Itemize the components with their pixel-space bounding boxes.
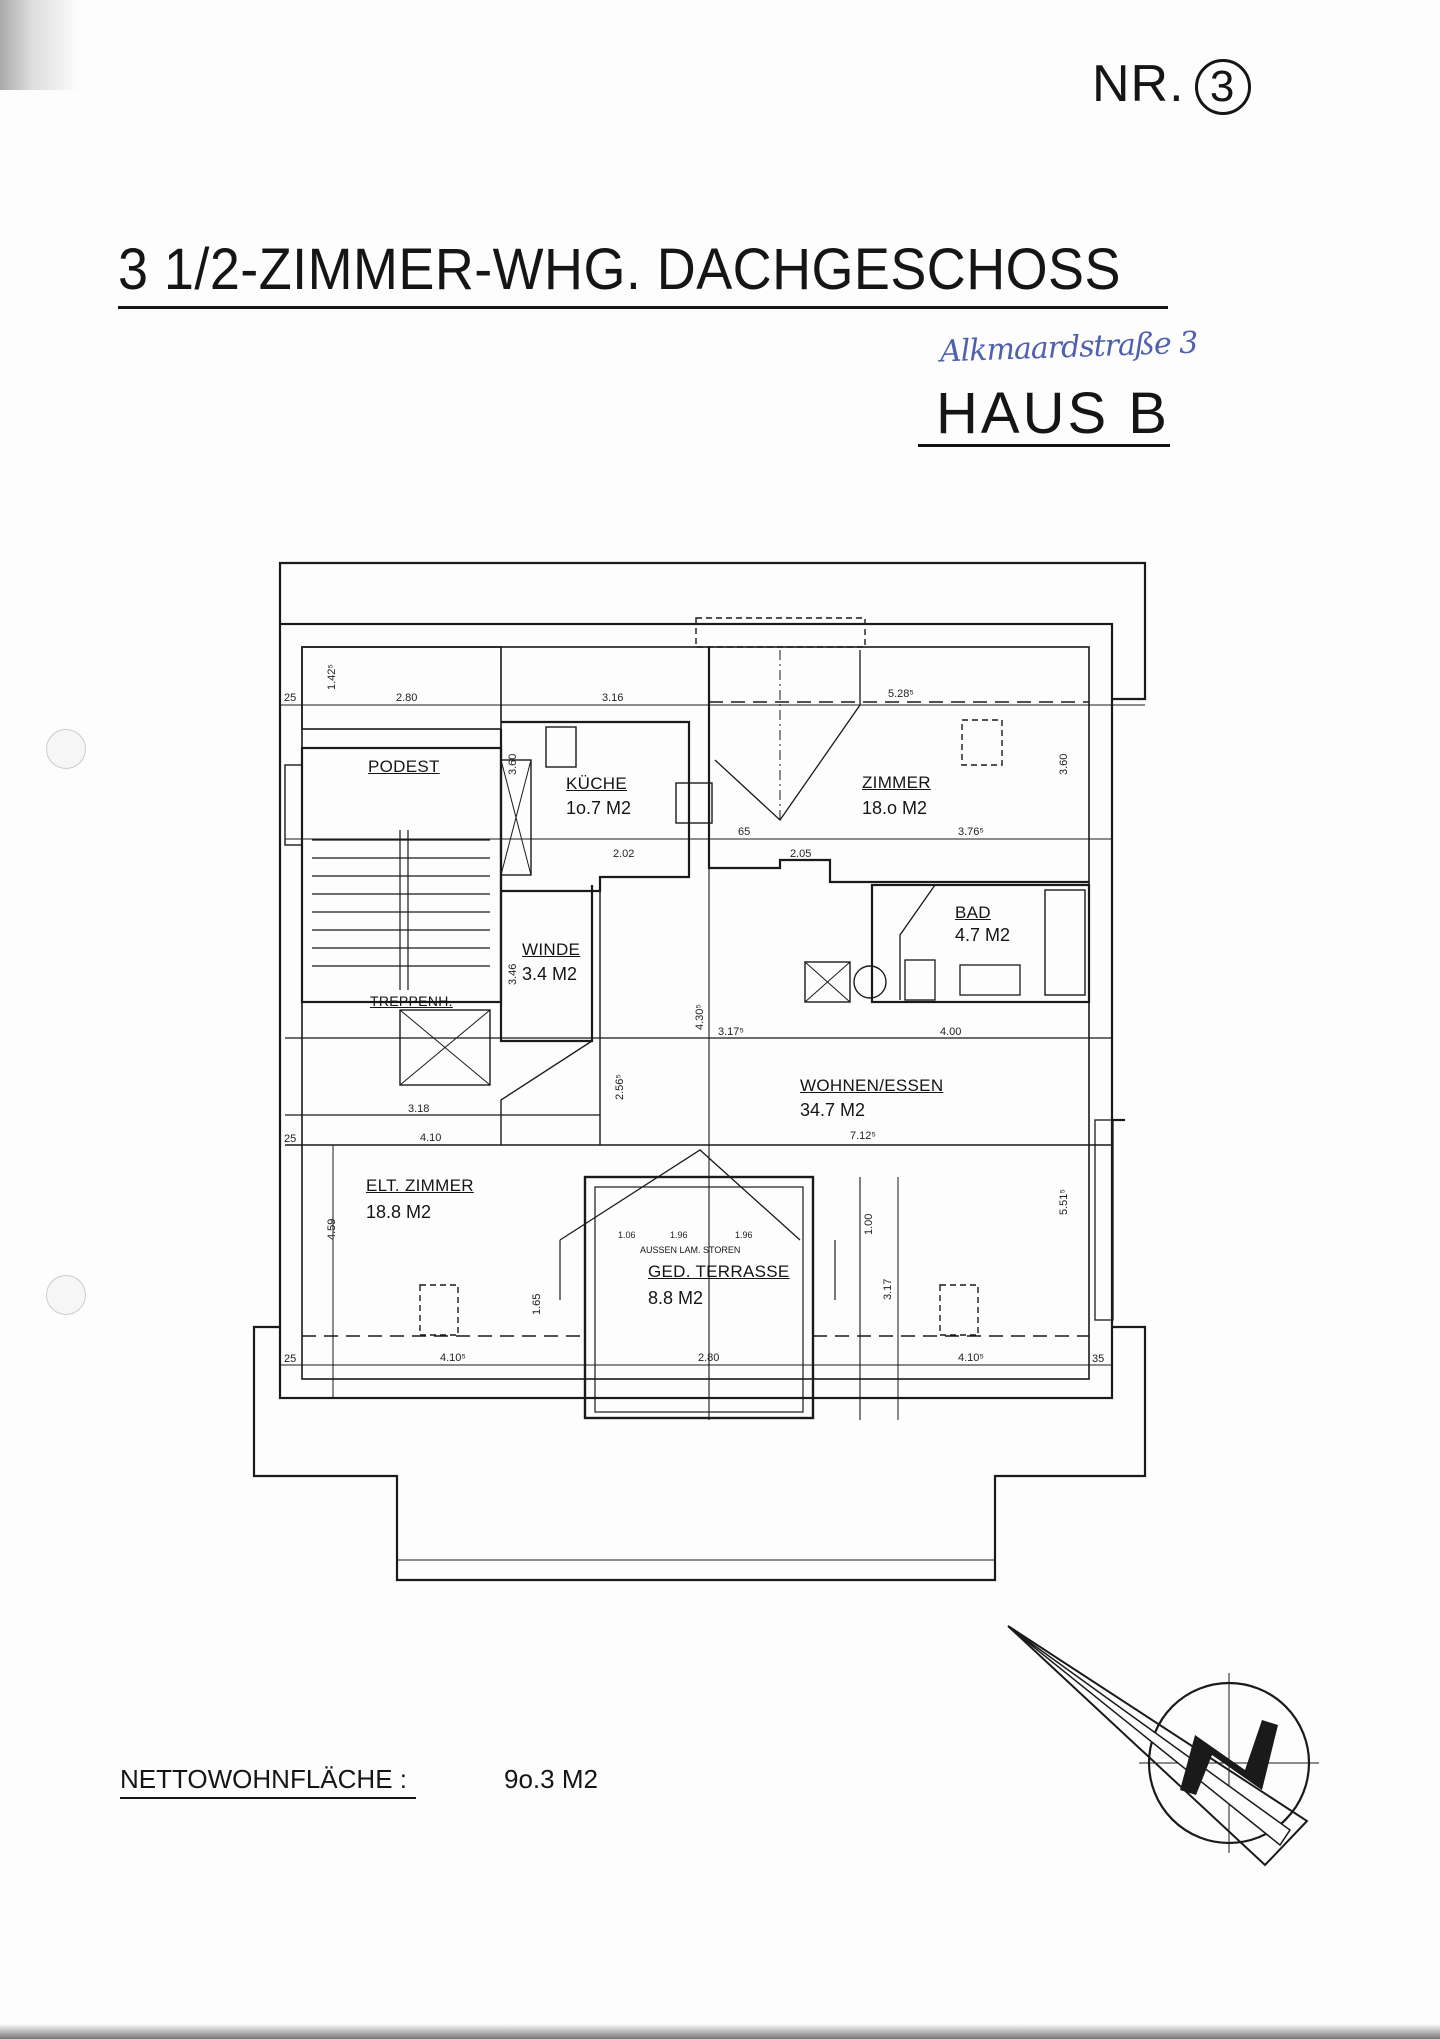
- sheet-number: NR.3: [1092, 54, 1251, 116]
- compass-north-arrow: [1007, 1625, 1319, 1867]
- staircase: [300, 746, 503, 1004]
- room-label-treppenhaus: TREPPENH.: [370, 993, 453, 1009]
- dimension-label: 2.02: [613, 848, 635, 860]
- title-underline: [118, 306, 1168, 309]
- dimension-label: 4.00: [940, 1026, 962, 1038]
- dimension-label: 3.60: [1058, 753, 1070, 775]
- house-underline: [918, 444, 1170, 447]
- dimension-label: 1.96: [735, 1230, 753, 1240]
- skylight: [961, 719, 1003, 766]
- dimension-label: 3.60: [507, 753, 519, 775]
- roof-outline: [278, 561, 1147, 701]
- dimension-label: 2.05: [790, 848, 812, 860]
- bath-walls: [870, 883, 1091, 1004]
- room-area-bad: 4.7 M2: [955, 925, 1011, 945]
- net-living-area-label: NETTOWOHNFLÄCHE :: [120, 1764, 407, 1794]
- punch-hole: [46, 729, 86, 769]
- room-label-zimmer: ZIMMER: [862, 773, 931, 792]
- dimension-label: 4.10⁵: [440, 1352, 466, 1364]
- dimension-label: 3.76⁵: [958, 826, 984, 838]
- dimension-label: 1.42⁵: [326, 664, 338, 690]
- room-area-elt-zimmer: 18.8 M2: [366, 1202, 432, 1222]
- room-label-terrasse: GED. TERRASSE: [648, 1262, 790, 1281]
- dimension-label: 3.46: [507, 963, 519, 985]
- compass-needle: [1007, 1625, 1309, 1867]
- dimension-label: 3.16: [602, 692, 624, 704]
- net-living-area-value: 9o.3 M2: [504, 1764, 598, 1794]
- dimension-label: 4.10: [420, 1132, 442, 1144]
- dimension-label: 3.17⁵: [718, 1026, 744, 1038]
- dimension-label: 2.80: [698, 1352, 720, 1364]
- dimension-label: 25: [284, 692, 297, 704]
- dimension-label: 3.18: [408, 1103, 430, 1115]
- room-area-winde: 3.4 M2: [522, 964, 578, 984]
- page-title: 3 1/2-ZIMMER-WHG. DACHGESCHOSS: [118, 237, 1121, 302]
- dimension-label: 1.65: [531, 1293, 543, 1315]
- storen-note: AUSSEN LAM. STOREN: [640, 1245, 741, 1255]
- balcony-outline: [252, 1325, 1147, 1582]
- dimension-label: 4.30⁵: [694, 1004, 706, 1030]
- room-area-wohnen-essen: 34.7 M2: [800, 1100, 866, 1120]
- dimension-label: 4.10⁵: [958, 1352, 984, 1364]
- room-label-winde: WINDE: [522, 940, 581, 959]
- skylight: [419, 1284, 459, 1336]
- room-area-zimmer: 18.o M2: [862, 798, 928, 818]
- dimension-label: 5.28⁵: [888, 688, 914, 700]
- dimension-label: 1.06: [618, 1230, 636, 1240]
- net-living-area-underline: [120, 1797, 416, 1799]
- room-area-terrasse: 8.8 M2: [648, 1288, 704, 1308]
- elevator-shaft: [399, 1009, 491, 1086]
- scan-edge-shadow: [0, 0, 80, 90]
- inner-wall: [301, 646, 1090, 1380]
- dimension-label: 25: [284, 1133, 297, 1145]
- room-label-bad: BAD: [955, 903, 991, 922]
- sheet-number-label: NR.: [1092, 55, 1185, 113]
- dimension-label: 2.56⁵: [614, 1074, 626, 1100]
- room-label-kueche: KÜCHE: [566, 774, 628, 793]
- skylight: [939, 1284, 979, 1336]
- room-area-kueche: 1o.7 M2: [566, 798, 632, 818]
- house-label: HAUS B: [936, 381, 1170, 446]
- dimension-label: 2.80: [396, 692, 418, 704]
- north-symbol-icon: [1180, 1720, 1278, 1795]
- terrace-walls: [583, 1175, 815, 1420]
- dimension-label: 3.17: [882, 1278, 894, 1300]
- room-label-podest: PODEST: [368, 757, 440, 776]
- scan-bottom-edge: [0, 2024, 1440, 2039]
- dimension-label: 1.96: [670, 1230, 688, 1240]
- dimension-label: 25: [284, 1353, 297, 1365]
- dimension-label: 7.12⁵: [850, 1130, 876, 1142]
- dormer: [695, 617, 866, 648]
- dimension-label: 65: [738, 826, 751, 838]
- room-label-wohnen-essen: WOHNEN/ESSEN: [800, 1076, 944, 1095]
- stair-steps: [312, 830, 490, 990]
- dimension-label: 35: [1092, 1353, 1105, 1365]
- sheet-number-circle: 3: [1194, 59, 1251, 116]
- dimension-label: 4.59: [326, 1218, 338, 1240]
- dimension-label: 5.51⁵: [1058, 1189, 1070, 1215]
- room-label-elt-zimmer: ELT. ZIMMER: [366, 1176, 474, 1195]
- punch-hole: [46, 1275, 86, 1315]
- dimension-label: 1.00: [863, 1213, 875, 1235]
